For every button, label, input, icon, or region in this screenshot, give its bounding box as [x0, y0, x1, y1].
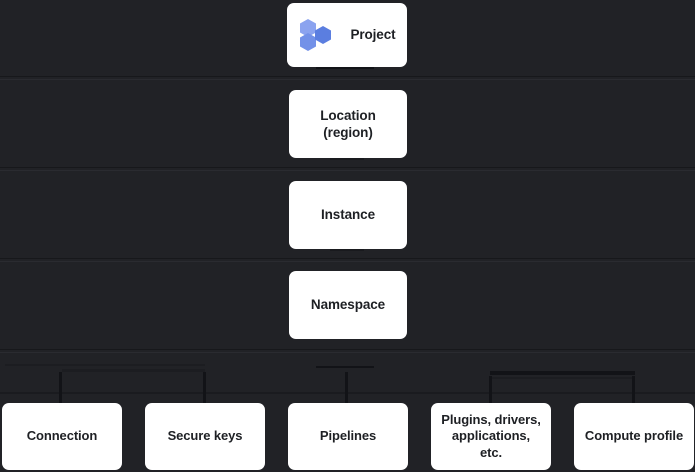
- node-secure-keys[interactable]: Secure keys: [145, 403, 265, 470]
- node-namespace[interactable]: Namespace: [289, 271, 407, 339]
- node-project-label: Project: [350, 27, 396, 43]
- background-band: [0, 258, 695, 259]
- node-pipelines-label: Pipelines: [319, 428, 377, 444]
- connector-location-to-instance: [330, 158, 364, 160]
- node-location-region[interactable]: Location (region): [289, 90, 407, 158]
- node-connection[interactable]: Connection: [2, 403, 122, 470]
- connector-bus-left: [5, 364, 205, 366]
- connector-bus-left-inner: [62, 369, 205, 372]
- background-band: [0, 349, 695, 350]
- connector-project-to-location: [316, 67, 374, 69]
- background-band: [0, 392, 695, 394]
- node-instance-label: Instance: [321, 207, 375, 223]
- node-namespace-label: Namespace: [310, 297, 386, 313]
- connector-bus-right-inner: [490, 377, 635, 379]
- node-pipelines[interactable]: Pipelines: [288, 403, 408, 470]
- node-plugins-drivers-applications[interactable]: Plugins, drivers, applications, etc.: [431, 403, 551, 470]
- node-secure-keys-label: Secure keys: [167, 428, 243, 444]
- background-band: [0, 261, 695, 262]
- node-instance[interactable]: Instance: [289, 181, 407, 249]
- node-compute-profile-label: Compute profile: [584, 428, 684, 444]
- background-band: [0, 167, 695, 168]
- background-band: [0, 170, 695, 171]
- node-plugins-drivers-applications-label: Plugins, drivers, applications, etc.: [441, 411, 541, 460]
- connector-stub-compute-profile: [632, 376, 635, 403]
- background-band: [0, 79, 695, 80]
- connector-stub-pipelines: [345, 372, 348, 403]
- node-connection-label: Connection: [26, 428, 98, 444]
- connector-instance-to-namespace: [330, 249, 364, 251]
- connector-stub-secure-keys: [203, 372, 206, 403]
- node-compute-profile[interactable]: Compute profile: [574, 403, 694, 470]
- connector-stub-plugins: [489, 376, 492, 403]
- background-band: [0, 352, 695, 353]
- hexagon-cluster-icon: [298, 17, 336, 53]
- background-band: [0, 76, 695, 77]
- connector-stub-connection: [59, 372, 62, 403]
- node-project[interactable]: Project: [287, 3, 407, 67]
- node-location-region-label: Location (region): [320, 107, 376, 140]
- connector-bus-right: [490, 371, 635, 375]
- connector-namespace-to-children: [316, 366, 374, 368]
